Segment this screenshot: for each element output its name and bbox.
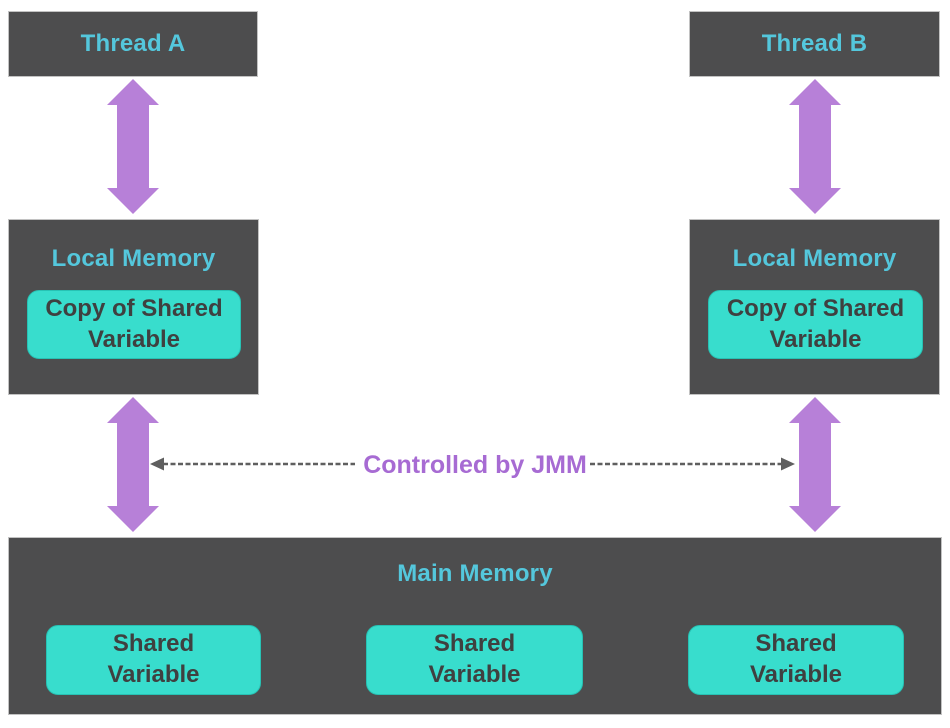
thread-a-box: Thread A [8, 11, 258, 77]
thread-b-label: Thread B [761, 30, 868, 57]
copy-of-shared-variable-a: Copy of Shared Variable [27, 290, 241, 359]
main-memory-box: Main Memory Shared Variable Shared Varia… [8, 537, 942, 715]
shared-variable-1-label: Shared Variable [107, 630, 200, 688]
double-arrow-local-b-main-icon [789, 397, 841, 532]
main-memory-title: Main Memory [397, 560, 553, 587]
shared-variable-3: Shared Variable [688, 625, 904, 695]
thread-a-label: Thread A [80, 30, 186, 57]
shared-variable-2: Shared Variable [366, 625, 583, 695]
local-memory-b-box: Local Memory Copy of Shared Variable [689, 219, 940, 395]
shared-variable-2-label: Shared Variable [428, 630, 521, 688]
local-memory-b-title: Local Memory [732, 245, 897, 272]
copy-of-shared-variable-b: Copy of Shared Variable [708, 290, 923, 359]
shared-variable-1: Shared Variable [46, 625, 261, 695]
jmm-control-label: Controlled by JMM [363, 451, 587, 479]
copy-of-shared-variable-b-label: Copy of Shared Variable [726, 294, 905, 353]
local-memory-a-title: Local Memory [51, 245, 216, 272]
shared-variable-3-label: Shared Variable [749, 630, 843, 688]
double-arrow-local-a-main-icon [107, 397, 159, 532]
local-memory-a-box: Local Memory Copy of Shared Variable [8, 219, 259, 395]
dashed-arrow-left-icon [150, 457, 355, 471]
copy-of-shared-variable-a-label: Copy of Shared Variable [45, 294, 223, 353]
double-arrow-thread-b-local-icon [789, 79, 841, 214]
thread-b-box: Thread B [689, 11, 940, 77]
dashed-arrow-right-icon [590, 457, 795, 471]
double-arrow-thread-a-local-icon [107, 79, 159, 214]
